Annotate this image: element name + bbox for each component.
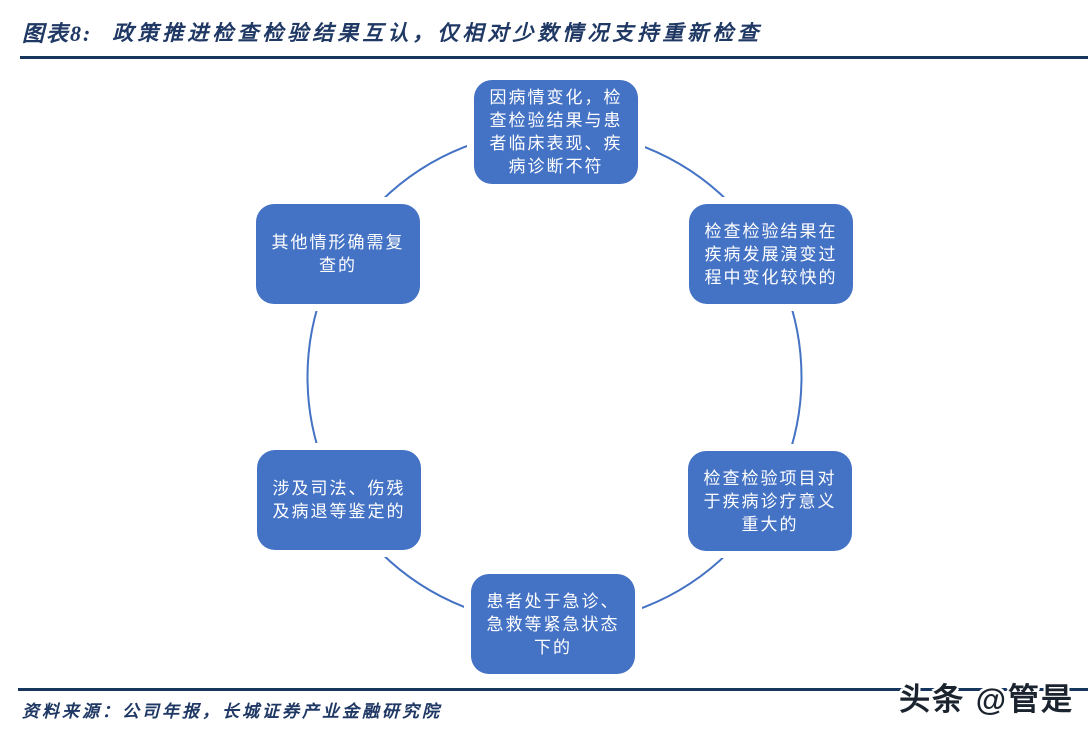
cycle-node-condition-change: 因病情变化，检 查检验结果与患 者临床表现、疾 病诊断不符 — [474, 80, 638, 184]
figure-source: 资料来源：公司年报，长城证券产业金融研究院 — [22, 702, 442, 721]
cycle-node-fast-changing-results: 检查检验结果在 疾病发展演变过 程中变化较快的 — [689, 204, 853, 304]
cycle-node-other-situations: 其他情形确需复 查的 — [256, 204, 420, 304]
cycle-node-label: 其他情形确需复 查的 — [271, 233, 405, 275]
figure-header: 图表8: 政策推进检查检验结果互认，仅相对少数情况支持重新检查 — [22, 16, 1078, 48]
cycle-node-label: 检查检验项目对 于疾病诊疗意义 重大的 — [703, 468, 837, 534]
toutiao-watermark: 头条 @管是 — [899, 682, 1074, 717]
cycle-node-label: 检查检验结果在 疾病发展演变过 程中变化较快的 — [704, 221, 838, 287]
figure-number-label: 图表8: — [22, 21, 93, 46]
cycle-node-emergency-state: 患者处于急诊、 急救等紧急状态 下的 — [471, 574, 635, 674]
cycle-node-label: 因病情变化，检 查检验结果与患 者临床表现、疾 病诊断不符 — [489, 88, 623, 176]
cycle-node-label: 涉及司法、伤残 及病退等鉴定的 — [272, 479, 406, 521]
source-rule-divider — [18, 688, 1088, 691]
cycle-node-label: 患者处于急诊、 急救等紧急状态 下的 — [486, 591, 620, 657]
cycle-node-significant-for-diagnosis: 检查检验项目对 于疾病诊疗意义 重大的 — [688, 451, 852, 551]
title-rule-divider — [20, 56, 1088, 59]
figure-title: 政策推进检查检验结果互认，仅相对少数情况支持重新检查 — [112, 21, 763, 45]
cycle-node-judicial-appraisal: 涉及司法、伤残 及病退等鉴定的 — [257, 450, 421, 550]
